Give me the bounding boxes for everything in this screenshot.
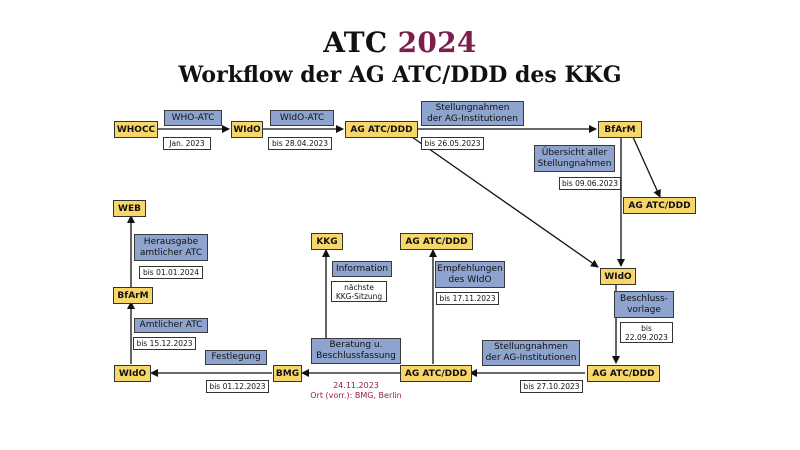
node-wido-1: WIdO [231,121,263,138]
date-15-12-2023: bis 15.12.2023 [133,337,196,350]
date-01-12-2023: bis 01.12.2023 [206,380,269,393]
date-jan-2023: Jan. 2023 [163,137,211,150]
node-ag-atc-ddd-4: AG ATC/DDD [400,365,472,382]
node-bfarm-2: BfArM [113,287,153,304]
node-ag-atc-ddd-3: AG ATC/DDD [587,365,660,382]
label-uebersicht: Übersicht aller Stellungnahmen [534,145,615,172]
date-17-11-2023: bis 17.11.2023 [436,292,499,305]
label-information: Information [332,261,392,277]
node-wido-2: WIdO [600,268,636,285]
date-01-01-2024: bis 01.01.2024 [139,266,203,279]
node-ag-atc-ddd-1: AG ATC/DDD [345,121,418,138]
title-prefix: ATC [323,26,388,59]
page-title: ATC 2024 [0,26,800,59]
date-naechste-kkg-sitzung: nächste KKG-Sitzung [331,281,387,302]
label-herausgabe: Herausgabe amtlicher ATC [134,234,208,261]
label-who-atc: WHO-ATC [164,110,222,126]
meeting-date: 24.11.2023 [333,381,379,390]
arrow-bfarm-ag2 [632,136,661,198]
node-kkg: KKG [311,233,343,250]
node-ag-atc-ddd-5: AG ATC/DDD [400,233,473,250]
label-stellungnahmen-1: Stellungnahmen der AG-Institutionen [421,101,524,126]
date-22-09-2023: bis 22.09.2023 [620,322,673,343]
meeting-note: 24.11.2023 Ort (vorr.): BMG, Berlin [300,381,412,401]
page-subtitle: Workflow der AG ATC/DDD des KKG [178,62,622,88]
label-festlegung: Festlegung [205,350,267,365]
title-year: 2024 [397,26,477,59]
node-ag-atc-ddd-2: AG ATC/DDD [623,197,696,214]
node-wido-3: WIdO [114,365,151,382]
label-stellungnahmen-2: Stellungnahmen der AG-Institutionen [482,340,580,366]
label-beratung: Beratung u. Beschlussfassung [311,338,401,364]
date-26-05-2023: bis 26.05.2023 [421,137,484,150]
date-28-04-2023: bis 28.04.2023 [268,137,332,150]
node-bfarm-1: BfArM [598,121,642,138]
label-beschlussvorlage: Beschluss- vorlage [614,291,674,318]
node-bmg: BMG [273,365,302,382]
arrow-ag1-wido2 [411,136,599,268]
label-amtlicher-atc: Amtlicher ATC [134,318,208,333]
label-empfehlungen: Empfehlungen des WIdO [435,261,505,288]
node-web: WEB [113,200,146,217]
meeting-place: Ort (vorr.): BMG, Berlin [310,391,402,400]
label-wido-atc: WIdO-ATC [270,110,334,126]
node-whocc: WHOCC [114,121,158,138]
date-09-06-2023: bis 09.06.2023 [559,177,621,190]
date-27-10-2023: bis 27.10.2023 [520,380,583,393]
